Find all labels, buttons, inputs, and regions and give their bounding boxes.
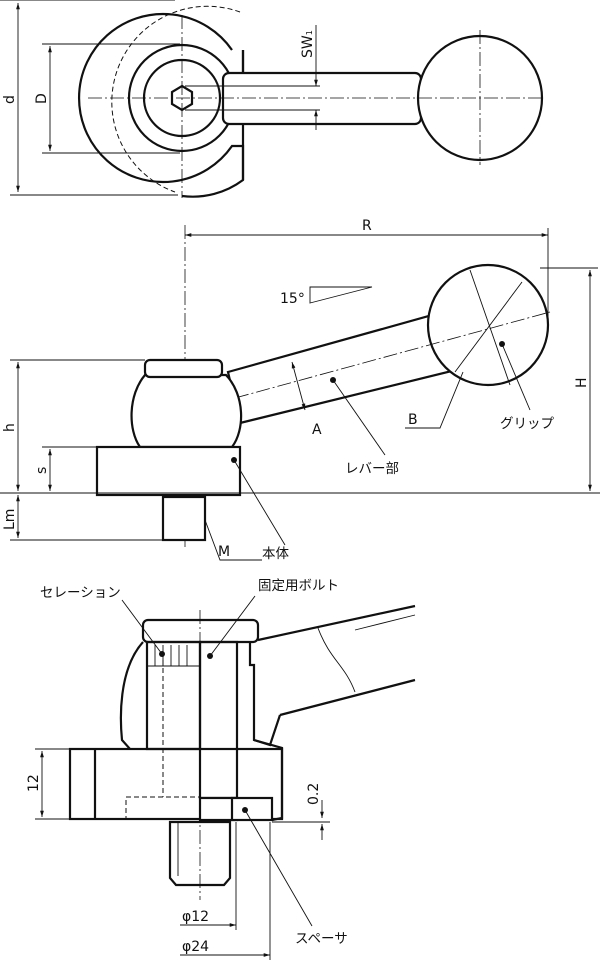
section-view: 12 0.2 φ12 φ24 セレーション 固定用ボルト スペーサ bbox=[26, 578, 416, 960]
serration-label: セレーション bbox=[40, 585, 121, 601]
dim-R-label: R bbox=[362, 218, 372, 234]
dim-0.2-label: 0.2 bbox=[306, 783, 322, 805]
dim-h-label: h bbox=[2, 423, 18, 432]
top-view: d D SW1 bbox=[0, 0, 545, 198]
dim-M-label: M bbox=[218, 544, 230, 560]
dim-H-label: H bbox=[574, 377, 590, 388]
dim-phi24-label: φ24 bbox=[182, 939, 209, 955]
lever-label: レバー部 bbox=[345, 461, 399, 477]
dim-s-label: s bbox=[34, 467, 50, 474]
side-view: R H h s Lm 15° A B グリップ レバー部 本体 M bbox=[0, 218, 600, 562]
dim-D-label: D bbox=[34, 93, 50, 104]
dim-phi12-label: φ12 bbox=[182, 909, 209, 925]
fixing-bolt-label: 固定用ボルト bbox=[258, 578, 339, 594]
dim-Lm-label: Lm bbox=[2, 509, 18, 530]
dim-A-label: A bbox=[312, 422, 322, 438]
dim-d-label: d bbox=[2, 95, 18, 104]
dim-B-label: B bbox=[408, 412, 418, 428]
angle-label: 15° bbox=[280, 291, 305, 307]
grip-label: グリップ bbox=[500, 416, 554, 432]
spacer-label: スペーサ bbox=[295, 931, 348, 947]
dim-12-label: 12 bbox=[26, 774, 42, 792]
body-label: 本体 bbox=[262, 546, 289, 562]
dim-sw1-label: SW1 bbox=[300, 30, 316, 58]
